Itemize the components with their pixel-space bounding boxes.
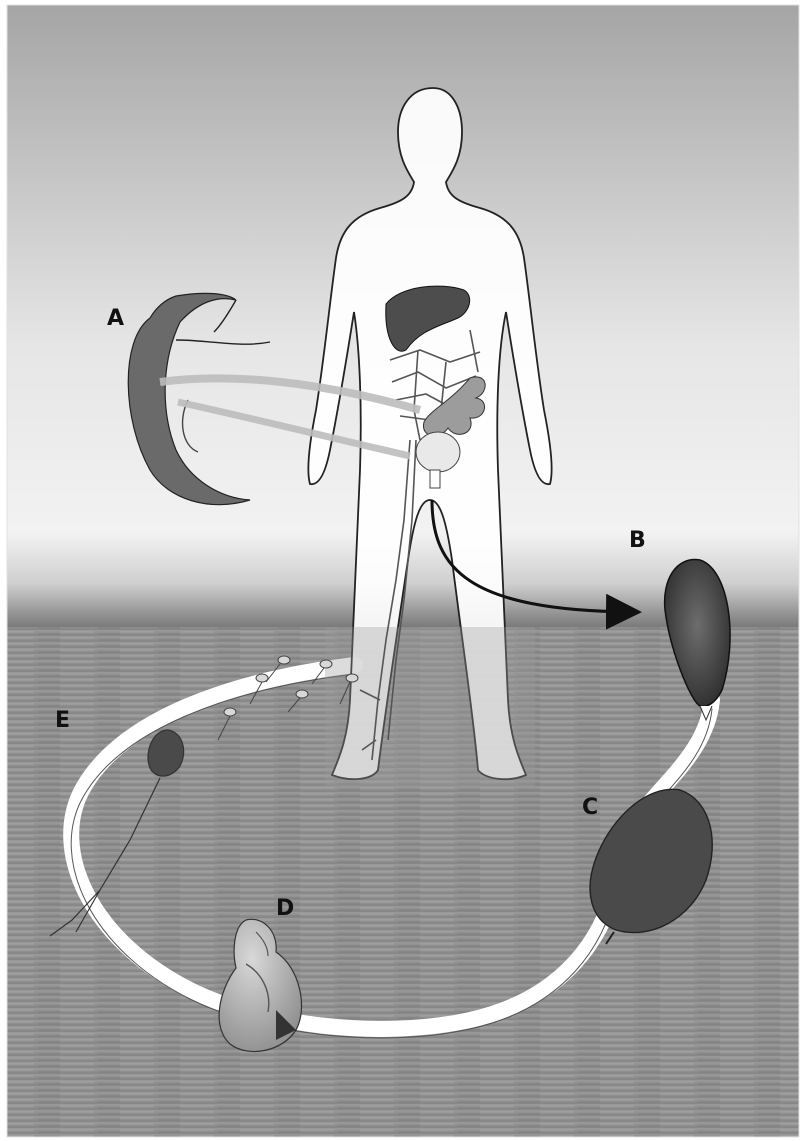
label-a: A	[107, 308, 124, 330]
label-d: D	[276, 898, 294, 920]
bladder	[416, 432, 460, 472]
label-c: C	[582, 797, 598, 819]
label-b: B	[629, 530, 646, 552]
label-e: E	[55, 710, 70, 732]
